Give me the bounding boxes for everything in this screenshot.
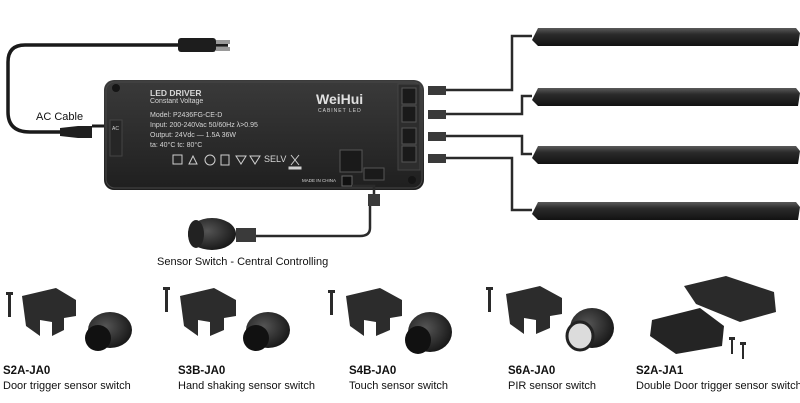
sensor-name: PIR sensor switch	[508, 380, 597, 392]
sensor-code: S2A-JA0	[3, 365, 51, 377]
driver-brand-sub: CABINET LED	[318, 108, 362, 114]
ac-cable-label: AC Cable	[36, 111, 84, 123]
driver-brand: WeiHui	[316, 91, 364, 107]
driver-model: Model: P2436FG-CE-D	[150, 112, 223, 119]
sensor-name: Hand shaking sensor switch	[178, 380, 315, 392]
sensor-products	[6, 276, 776, 359]
sensor-name: Double Door trigger sensor switch	[636, 380, 800, 392]
sensor-code: S6A-JA0	[508, 365, 556, 377]
driver-output: Output: 24Vdc — 1.5A 36W	[150, 132, 236, 139]
sensor-code: S2A-JA1	[636, 365, 684, 377]
driver-subtitle: Constant Voltage	[150, 98, 204, 105]
sensor-code: S3B-JA0	[178, 365, 226, 377]
driver-temps: ta: 40°C tc: 80°C	[150, 142, 203, 149]
driver-ac-marks: AC	[112, 126, 119, 132]
sensor-name: Door trigger sensor switch	[3, 380, 131, 392]
driver-selv: SELV	[264, 154, 287, 164]
central-sensor-switch	[188, 184, 380, 250]
led-bars	[532, 28, 800, 220]
sensor-code: S4B-JA0	[349, 365, 397, 377]
led-driver	[104, 80, 424, 190]
bar-connectors	[428, 34, 532, 212]
driver-title: LED DRIVER	[150, 88, 202, 98]
driver-input: Input: 200-240Vac 50/60Hz λ>0.95	[150, 122, 258, 129]
sensor-name: Touch sensor switch	[349, 380, 449, 392]
sensor-switch-label: Sensor Switch - Central Controlling	[157, 256, 329, 268]
driver-made-in: MADE IN CHINA	[302, 178, 337, 183]
